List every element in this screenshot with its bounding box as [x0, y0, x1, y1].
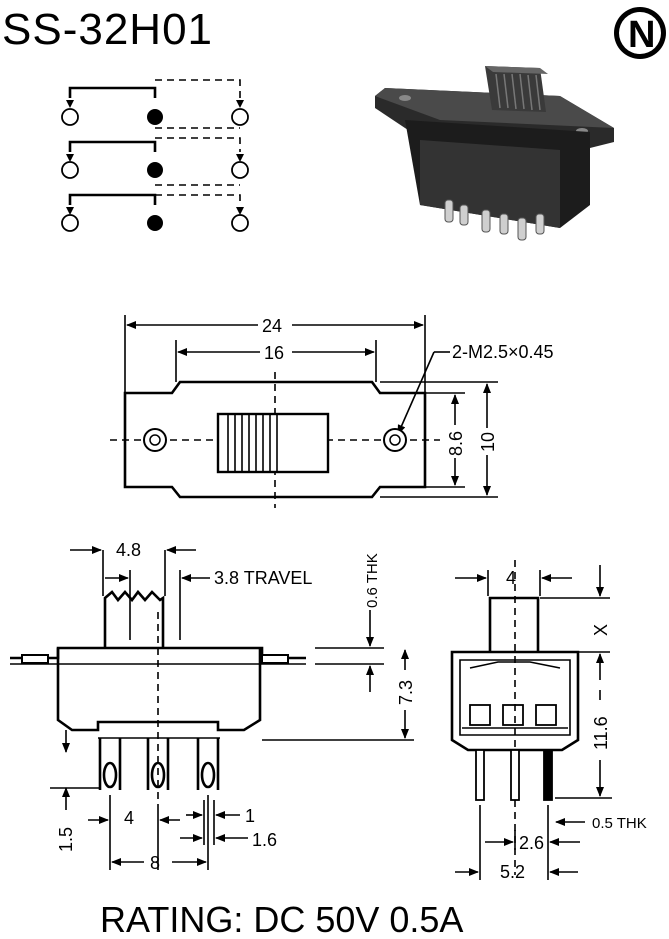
- terminal-common-icon: [147, 162, 163, 178]
- terminal-open-icon: [61, 108, 79, 126]
- dim-terminal-pitch: 4: [124, 808, 134, 828]
- dim-overall-height: 10: [478, 432, 498, 452]
- part-number-title: SS-32H01: [2, 5, 213, 54]
- terminal-open-icon: [61, 214, 79, 232]
- thread-spec: 2-M2.5×0.45: [452, 342, 554, 362]
- rating-text: RATING: DC 50V 0.5A: [100, 899, 463, 939]
- terminal-pins: [98, 737, 220, 790]
- side-view-drawing: 4.8 3.8 TRAVEL 0.6 THK 7.3: [10, 540, 416, 873]
- terminal-common-icon: [147, 215, 163, 231]
- terminal-open-icon: [231, 161, 249, 179]
- dim-terminal-length: 1.5: [56, 827, 76, 852]
- dim-end-body-height: 11.6: [591, 716, 611, 750]
- terminal-open-icon: [231, 214, 249, 232]
- dim-terminal-span: 8: [150, 853, 160, 873]
- dim-row-pitch: 2.6: [519, 833, 544, 853]
- terminal-open-icon: [231, 108, 249, 126]
- dim-overall-width: 24: [262, 316, 282, 336]
- travel-label: 3.8 TRAVEL: [214, 568, 312, 588]
- top-view-drawing: 24 16 2-M2.5×0.45 8.6: [110, 315, 554, 508]
- dim-actuator-height-x: X: [591, 624, 611, 636]
- actuator-window: [216, 412, 330, 474]
- schematic-row-3: [61, 193, 249, 232]
- dim-hole-spacing: 16: [264, 343, 284, 363]
- dim-end-actuator-width: 4: [506, 568, 516, 588]
- manufacturer-logo: N: [614, 7, 666, 59]
- circuit-schematic: [61, 79, 249, 232]
- schematic-row-1: [61, 79, 249, 129]
- end-view-drawing: 4 X 11.6 0.5 THK 2.6: [450, 560, 647, 882]
- dim-terminal-slot: 1.6: [252, 830, 277, 850]
- dim-row-span: 5.2: [500, 862, 525, 882]
- dim-actuator-width: 4.8: [116, 540, 141, 560]
- schematic-row-2: [61, 137, 249, 186]
- dim-plate-thickness: 0.6 THK: [364, 553, 381, 608]
- dim-terminal-thickness: 0.5 THK: [592, 815, 647, 832]
- terminal-common-icon: [147, 109, 163, 125]
- terminal-open-icon: [61, 161, 79, 179]
- dim-side-body-height: 7.3: [396, 680, 416, 705]
- dim-body-height: 8.6: [446, 431, 466, 456]
- product-photo: [375, 66, 614, 241]
- logo-letter: N: [628, 14, 655, 56]
- dim-terminal-width: 1: [245, 806, 255, 826]
